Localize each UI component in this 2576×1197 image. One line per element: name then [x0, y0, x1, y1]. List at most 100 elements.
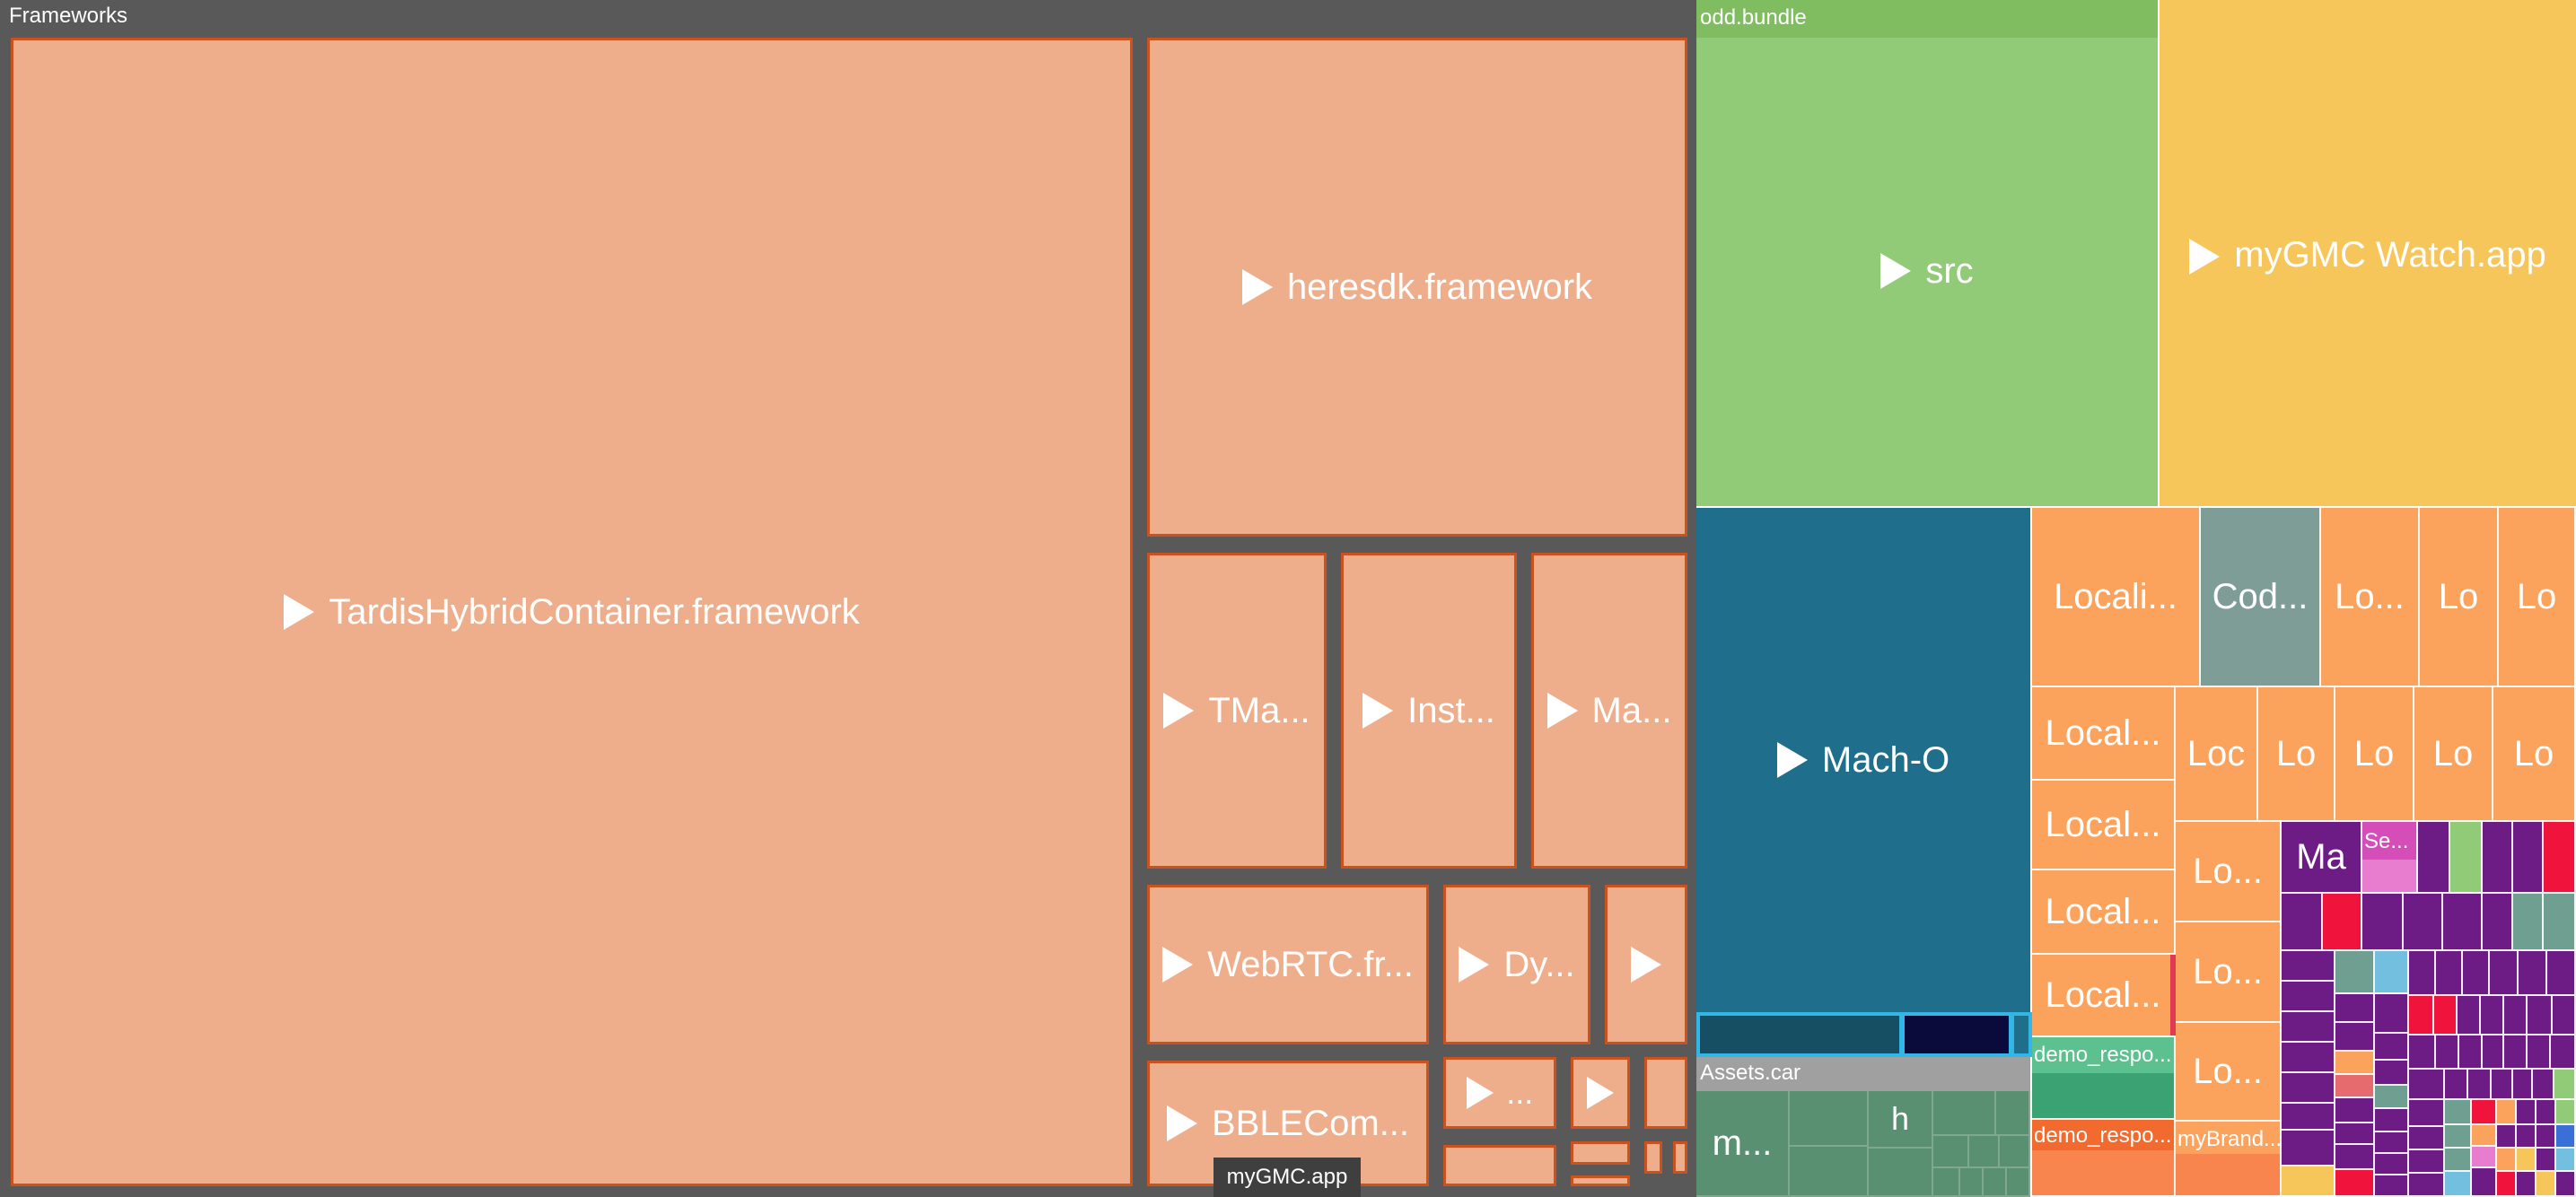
- misc-tile[interactable]: [2537, 1172, 2556, 1197]
- assets-car-group[interactable]: Assets.car m... h: [1696, 1057, 2032, 1197]
- demo-response-group[interactable]: demo_respo...: [2032, 1120, 2176, 1197]
- mach-o-tile[interactable]: Mach-O: [1696, 508, 2032, 1012]
- asset-item[interactable]: [1969, 1136, 2000, 1168]
- loc-accent-sliver[interactable]: [2170, 955, 2176, 1035]
- misc-tile[interactable]: [2409, 1070, 2445, 1100]
- misc-tile[interactable]: [2490, 951, 2519, 996]
- misc-tile[interactable]: [2375, 1034, 2409, 1061]
- misc-tile[interactable]: [2533, 1070, 2554, 1100]
- misc-tile[interactable]: [2335, 1123, 2375, 1145]
- misc-tile[interactable]: [2375, 1154, 2409, 1175]
- misc-tile[interactable]: [2362, 894, 2404, 951]
- framework-tile-ma[interactable]: Ma...: [1531, 553, 1687, 869]
- loc-tile-local[interactable]: Local...: [2032, 870, 2176, 955]
- misc-tile[interactable]: [2463, 951, 2490, 996]
- misc-tile[interactable]: [2335, 1098, 2375, 1123]
- misc-tile[interactable]: [2497, 1125, 2517, 1149]
- misc-tile[interactable]: [2434, 996, 2458, 1035]
- framework-tile-tiny[interactable]: [1443, 1145, 1556, 1186]
- framework-tile-tiny[interactable]: [1571, 1175, 1630, 1186]
- loc-tile-lo[interactable]: Lo: [2499, 508, 2576, 687]
- misc-tile[interactable]: [2409, 1174, 2445, 1197]
- framework-tile-heresdk[interactable]: heresdk.framework: [1147, 38, 1687, 537]
- misc-tile[interactable]: [2282, 1073, 2335, 1104]
- misc-tile[interactable]: [2544, 894, 2576, 951]
- misc-tile[interactable]: [2468, 1070, 2492, 1100]
- loc-tile-local[interactable]: Local...: [2032, 687, 2176, 781]
- asset-item[interactable]: [1790, 1147, 1869, 1197]
- misc-tile[interactable]: [2436, 951, 2463, 996]
- misc-tile[interactable]: [2409, 1150, 2445, 1174]
- misc-tile[interactable]: [2282, 1012, 2335, 1043]
- asset-item[interactable]: [1984, 1168, 2007, 1197]
- misc-tile[interactable]: [2445, 1100, 2472, 1125]
- misc-tile[interactable]: [2556, 1100, 2576, 1125]
- misc-tile[interactable]: [2497, 1149, 2517, 1172]
- misc-tile[interactable]: [2409, 1100, 2445, 1127]
- framework-tile-dy[interactable]: Dy...: [1443, 885, 1590, 1044]
- mach-o-sub-a[interactable]: [1700, 1016, 1899, 1053]
- misc-tile[interactable]: [2375, 1086, 2409, 1109]
- loc-tile-lo[interactable]: Lo...: [2321, 508, 2420, 687]
- framework-tile-tiny[interactable]: [1673, 1141, 1687, 1174]
- framework-tile-tardis[interactable]: TardisHybridContainer.framework: [11, 38, 1133, 1186]
- loc-tile-lo[interactable]: Lo: [2420, 508, 2499, 687]
- misc-tile-ma[interactable]: Ma: [2282, 822, 2362, 894]
- misc-tile[interactable]: [2517, 1100, 2537, 1125]
- loc-tile-lo[interactable]: Lo...: [2176, 922, 2282, 1023]
- framework-tile-small-a[interactable]: [1605, 885, 1687, 1044]
- framework-tile-small-b[interactable]: [1571, 1057, 1630, 1129]
- loc-tile-lo[interactable]: Lo: [2335, 687, 2414, 822]
- misc-tile[interactable]: [2544, 822, 2576, 894]
- loc-tile-lo[interactable]: Lo: [2258, 687, 2335, 822]
- misc-tile[interactable]: [2375, 994, 2409, 1034]
- framework-tile-tiny[interactable]: [1571, 1141, 1630, 1165]
- misc-tile[interactable]: [2472, 1125, 2497, 1147]
- misc-tile[interactable]: [2443, 894, 2483, 951]
- misc-tile[interactable]: [2282, 894, 2323, 951]
- loc-tile-loc[interactable]: Loc: [2176, 687, 2258, 822]
- misc-tile[interactable]: [2517, 1125, 2537, 1149]
- misc-tile[interactable]: [2436, 1035, 2459, 1070]
- misc-tile[interactable]: [2556, 1125, 2576, 1149]
- misc-tile[interactable]: [2282, 1104, 2335, 1131]
- mach-o-sub-c[interactable]: [2014, 1016, 2028, 1053]
- watch-app-tile[interactable]: myGMC Watch.app: [2160, 0, 2576, 508]
- misc-tile[interactable]: [2551, 1035, 2576, 1070]
- misc-tile[interactable]: [2335, 1075, 2375, 1098]
- misc-tile[interactable]: [2554, 1070, 2576, 1100]
- mybrand-group[interactable]: myBrand...: [2176, 1122, 2282, 1197]
- asset-item[interactable]: [1933, 1091, 1996, 1136]
- misc-tile[interactable]: [2556, 1172, 2576, 1197]
- odd-bundle-group[interactable]: odd.bundle src: [1696, 0, 2160, 508]
- framework-tile-ellipsis[interactable]: ...: [1443, 1057, 1556, 1129]
- misc-tile[interactable]: [2335, 951, 2375, 994]
- misc-tile[interactable]: [2335, 1145, 2375, 1170]
- loc-tile-local[interactable]: Local...: [2032, 955, 2176, 1037]
- misc-tile[interactable]: [2513, 894, 2544, 951]
- frameworks-group[interactable]: Frameworks TardisHybridContainer.framewo…: [0, 0, 1696, 1197]
- misc-tile[interactable]: [2375, 1061, 2409, 1086]
- misc-tile[interactable]: [2282, 1043, 2335, 1073]
- misc-tile[interactable]: [2472, 1100, 2497, 1125]
- asset-item[interactable]: [1933, 1136, 1969, 1168]
- framework-tile-tma[interactable]: TMa...: [1147, 553, 1327, 869]
- misc-tile[interactable]: [2472, 1147, 2497, 1168]
- misc-tile[interactable]: [2483, 822, 2513, 894]
- misc-tile[interactable]: [2418, 822, 2450, 894]
- misc-tile[interactable]: [2459, 1035, 2483, 1070]
- asset-item-h[interactable]: h: [1869, 1091, 1933, 1149]
- misc-tile[interactable]: [2375, 951, 2409, 994]
- asset-item[interactable]: [2007, 1168, 2030, 1197]
- misc-tile[interactable]: [2282, 982, 2335, 1012]
- asset-item[interactable]: [1996, 1091, 2030, 1136]
- asset-item[interactable]: [1933, 1168, 1960, 1197]
- misc-tile[interactable]: [2537, 1149, 2556, 1172]
- loc-tile-lo[interactable]: Lo...: [2176, 822, 2282, 922]
- misc-tile[interactable]: [2282, 1166, 2335, 1197]
- misc-tile[interactable]: [2528, 1035, 2551, 1070]
- misc-tile[interactable]: [2282, 951, 2335, 982]
- misc-tile[interactable]: [2519, 951, 2547, 996]
- misc-tile[interactable]: [2497, 1172, 2517, 1197]
- framework-tile-webrtc[interactable]: WebRTC.fr...: [1147, 885, 1429, 1044]
